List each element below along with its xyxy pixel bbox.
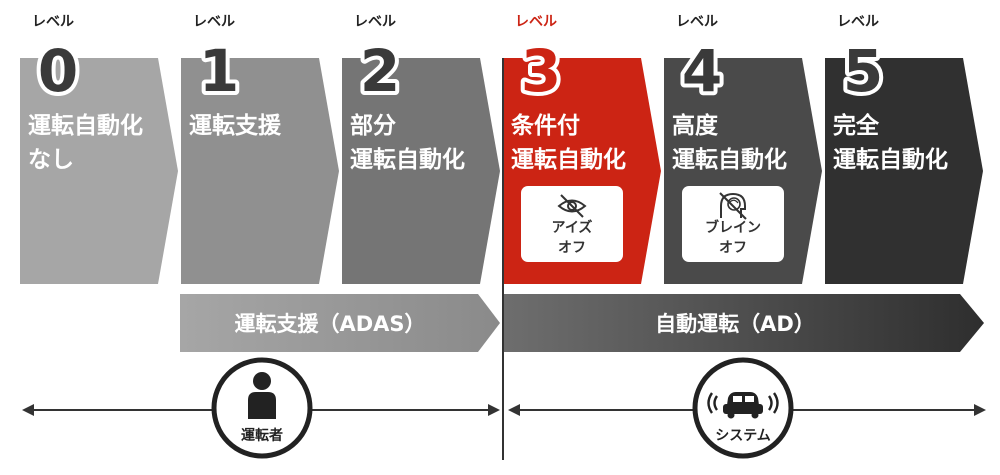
arrowhead-left-icon bbox=[508, 404, 520, 416]
level-4-name-line: 運転自動化 bbox=[672, 146, 787, 173]
level-2-arrow bbox=[342, 58, 500, 284]
level-2-name-line: 部分 bbox=[350, 112, 396, 139]
level-prefix-label: レベル bbox=[676, 14, 718, 30]
eye-off-icon bbox=[557, 194, 587, 218]
level-prefix-label: レベル bbox=[837, 14, 879, 30]
level-prefix-label: レベル bbox=[193, 14, 235, 30]
level-1-name-line: 運転支援 bbox=[189, 113, 282, 139]
level-2-name-line: 運転自動化 bbox=[350, 146, 465, 173]
level-4-badge-label: ブレイン bbox=[705, 219, 761, 236]
system-circle: システム bbox=[692, 357, 794, 459]
arrowhead-right-icon bbox=[488, 404, 500, 416]
level-3-name-line: 条件付 bbox=[511, 112, 580, 139]
level-3-number: 3 bbox=[521, 37, 561, 105]
level-4-name-line: 高度 bbox=[672, 112, 719, 139]
band-adas-arrow bbox=[180, 294, 500, 352]
level-5-name-line: 完全 bbox=[833, 112, 880, 139]
band-ad-arrow bbox=[503, 294, 984, 352]
level-4-number: 4 bbox=[682, 37, 722, 105]
level-5-arrow bbox=[825, 58, 983, 284]
level-1-column: レベル 1 運転支援 bbox=[181, 13, 339, 284]
level-0-arrow bbox=[20, 58, 178, 284]
level-prefix-label: レベル bbox=[515, 14, 557, 30]
level-3-badge-label: アイズ bbox=[552, 219, 593, 236]
brain-off-icon bbox=[719, 192, 747, 220]
level-2-number: 2 bbox=[360, 37, 400, 105]
level-1-arrow bbox=[181, 58, 339, 284]
band-ad-label: 自動運転（AD） bbox=[655, 312, 815, 336]
driver-circle: 運転者 bbox=[211, 357, 313, 459]
level-1-number: 1 bbox=[199, 37, 239, 105]
arrowhead-right-icon bbox=[974, 404, 986, 416]
car-sensor-icon bbox=[707, 392, 779, 419]
level-3-name-line: 運転自動化 bbox=[511, 146, 626, 173]
level-prefix-label: レベル bbox=[32, 14, 74, 30]
system-label: システム bbox=[715, 428, 771, 444]
driver-label: 運転者 bbox=[241, 427, 283, 444]
band-ad: 自動運転（AD） bbox=[503, 294, 984, 352]
level-5-number: 5 bbox=[843, 37, 883, 105]
band-adas-label: 運転支援（ADAS） bbox=[234, 312, 425, 336]
level-0-name-line: なし bbox=[28, 147, 74, 173]
level-4-badge-label: オフ bbox=[719, 240, 747, 256]
level-prefix-label: レベル bbox=[354, 14, 396, 30]
driver-icon bbox=[248, 372, 276, 419]
level-3-badge-label: オフ bbox=[558, 240, 586, 256]
level-0-name-line: 運転自動化 bbox=[28, 112, 143, 139]
band-adas: 運転支援（ADAS） bbox=[180, 294, 500, 352]
level-0-number: 0 bbox=[38, 37, 78, 105]
level-5-name-line: 運転自動化 bbox=[833, 146, 948, 173]
arrowhead-left-icon bbox=[22, 404, 34, 416]
level-columns: レベル0運転自動化なしレベル1運転支援レベル2部分運転自動化レベル3条件付運転自… bbox=[20, 13, 983, 284]
